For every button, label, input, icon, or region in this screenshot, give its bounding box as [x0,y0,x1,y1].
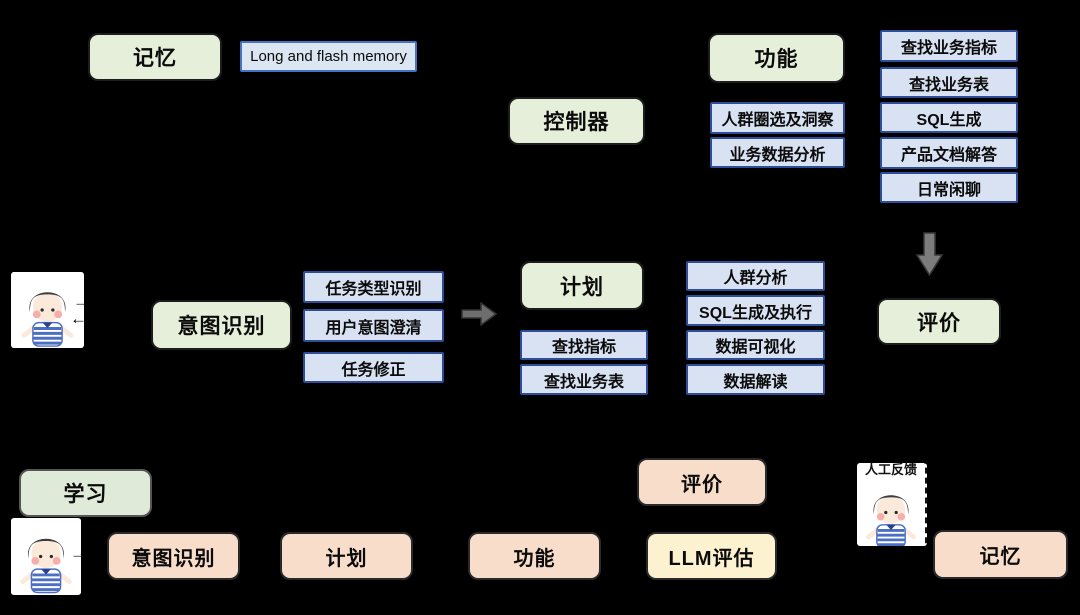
plan-module-box: 计划 [520,261,644,310]
controller-module-box: 控制器 [508,97,645,145]
loop-memory-box: 记忆 [933,530,1068,579]
function-skill-item: 查找业务表 [880,67,1018,98]
plan-task-item: 数据可视化 [686,330,825,360]
function-skill-item: 产品文档解答 [880,137,1018,169]
learning-module-box: 学习 [19,469,152,517]
intent-item: 任务类型识别 [303,271,444,303]
plan-item: 查找业务表 [520,364,648,395]
evaluation-module-box: 评价 [877,298,1001,345]
intent-item: 用户意图澄清 [303,309,444,342]
plan-task-item: 人群分析 [686,261,825,291]
user-avatar [11,272,84,348]
intent-item: 任务修正 [303,352,444,383]
user-avatar-icon [865,495,917,546]
loop-stage-function-box: 功能 [468,532,601,580]
loop-stage-intent-box: 意图识别 [107,532,240,580]
function-skill-item: 日常闲聊 [880,172,1018,203]
function-item: 人群圈选及洞察 [710,102,845,134]
user-to-loop-arrow-icon: → [70,544,87,563]
flow-arrow-down-icon [916,232,943,276]
user-avatar-icon [11,518,81,595]
function-item: 业务数据分析 [710,137,845,168]
memory-note-box: Long and flash memory [240,41,417,72]
intent-to-user-arrow-icon: ← [70,309,87,328]
user-avatar [11,518,81,595]
llm-eval-box: LLM评估 [646,532,777,580]
user-avatar-icon [12,272,83,348]
function-skill-item: 查找业务指标 [880,30,1018,62]
human-feedback-label: 人工反馈 [864,463,917,477]
human-feedback-avatar: 人工反馈 [857,463,927,546]
memory-module-box: 记忆 [88,33,222,81]
user-to-intent-arrow-icon: → [73,292,90,311]
loop-stage-plan-box: 计划 [280,532,413,580]
flow-arrow-right-icon [461,302,497,326]
plan-task-item: 数据解读 [686,364,825,395]
function-skill-item: SQL生成 [880,102,1018,133]
plan-item: 查找指标 [520,330,648,360]
intent-module-box: 意图识别 [151,300,292,350]
function-module-box: 功能 [708,33,845,83]
plan-task-item: SQL生成及执行 [686,295,825,326]
loop-evaluation-box: 评价 [637,458,767,506]
